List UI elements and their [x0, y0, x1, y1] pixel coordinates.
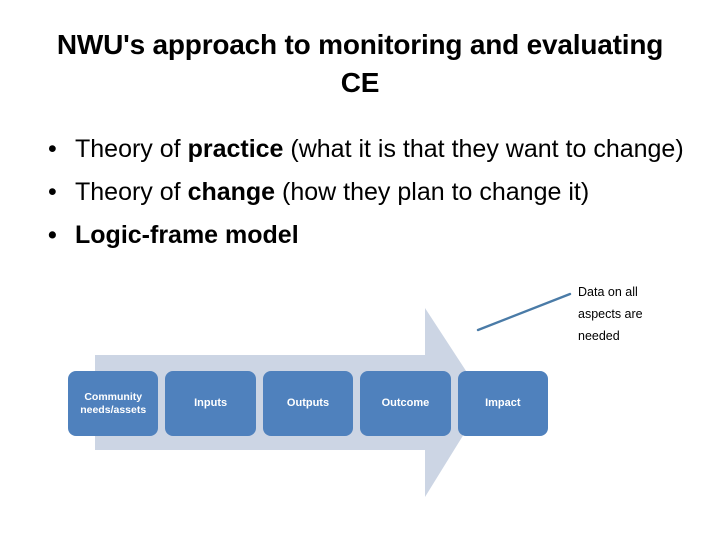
bullet-text-suffix: (what it is that they want to change): [283, 135, 684, 163]
bullet-text-suffix: (how they plan to change it): [275, 178, 590, 206]
stage-box-inputs[interactable]: Inputs: [165, 371, 256, 436]
callout-leader-line: [476, 292, 572, 332]
process-stage-list: Community needs/assets Inputs Outputs Ou…: [68, 371, 549, 436]
stage-box-outputs[interactable]: Outputs: [262, 371, 354, 436]
bullet-text-prefix: Theory of: [75, 178, 188, 206]
callout-line-3: needed: [578, 329, 620, 343]
bullet-item-theory-of-practice: Theory of practice (what it is that they…: [38, 128, 693, 171]
bullet-text-emphasis: practice: [187, 135, 284, 163]
bullet-text-emphasis: Logic-frame model: [75, 221, 299, 249]
bullet-item-theory-of-change: Theory of change (how they plan to chang…: [38, 171, 693, 214]
callout-annotation: Data on all aspects are needed: [578, 281, 698, 347]
stage-box-impact[interactable]: Impact: [457, 371, 549, 436]
bullet-text-prefix: Theory of: [75, 135, 188, 163]
stage-box-outcome[interactable]: Outcome: [360, 371, 451, 436]
bullet-text-emphasis: change: [187, 178, 276, 206]
stage-box-community-needs-assets[interactable]: Community needs/assets: [68, 371, 159, 436]
callout-line-2: aspects are: [578, 307, 643, 321]
bullet-item-logic-frame-model: Logic-frame model: [38, 214, 693, 257]
bullet-list: Theory of practice (what it is that they…: [38, 128, 693, 257]
callout-line-1: Data on all: [578, 285, 638, 299]
page-title: NWU's approach to monitoring and evaluat…: [56, 29, 664, 98]
